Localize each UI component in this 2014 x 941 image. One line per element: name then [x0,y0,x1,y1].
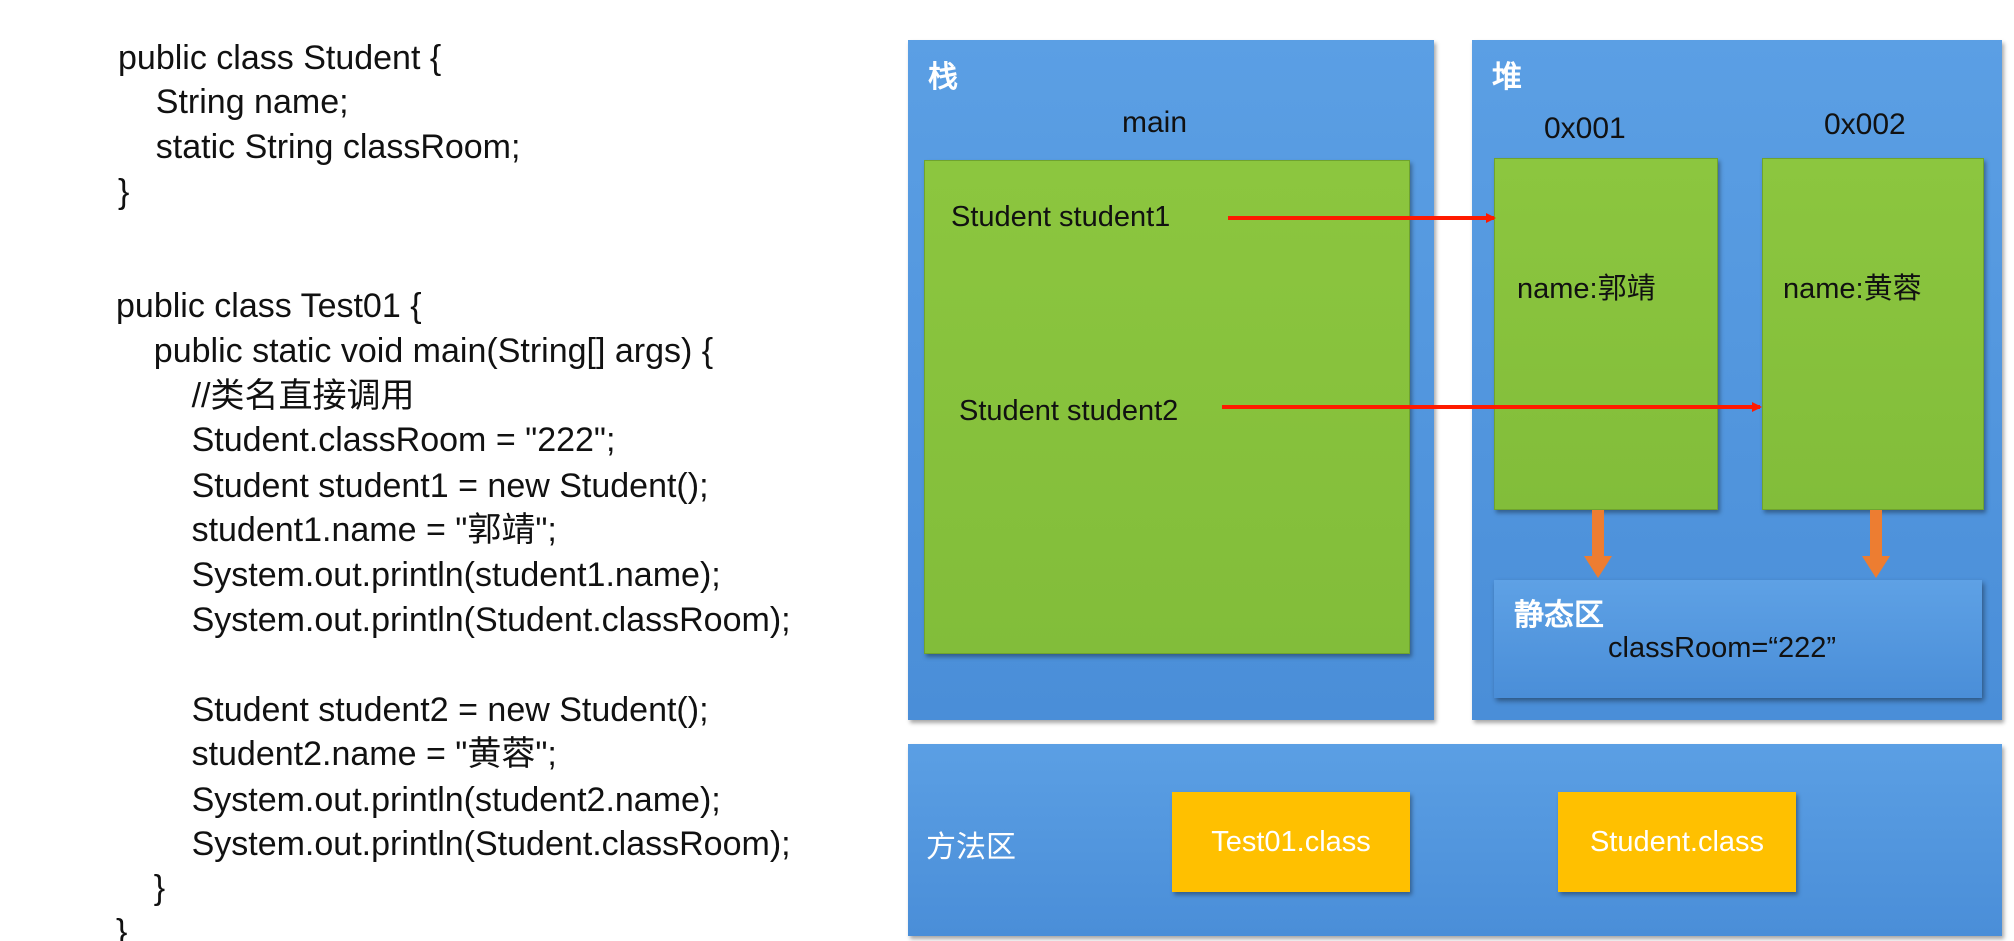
heap-label: 堆 [1492,61,1522,94]
code-line: public class Test01 { [116,287,422,325]
stack-variable-student1: Student student1 [951,201,1171,233]
code-line: static String classRoom; [118,128,521,166]
heap-region: 堆 0x001 0x002 name:郭靖 name:黄蓉 静态区 classR… [1472,40,2002,720]
method-area-label: 方法区 [926,831,1016,864]
object-address-0x002: 0x002 [1824,108,1906,141]
static-area-label: 静态区 [1514,599,1604,632]
code-line: student1.name = "郭靖"; [116,511,557,549]
stack-region: 栈 main Student student1 Student student2 [908,40,1434,720]
code-line: } [116,869,166,907]
code-line: Student.classRoom = "222"; [116,421,616,459]
stack-label: 栈 [928,61,958,94]
code-line: Student student1 = new Student(); [116,467,709,505]
class-box-test01: Test01.class [1172,792,1410,892]
object-field-name: name:郭靖 [1517,273,1656,305]
code-line: } [118,173,130,211]
heap-object-1: name:郭靖 [1494,158,1718,510]
object-field-name: name:黄蓉 [1783,273,1922,305]
main-frame-label: main [1122,106,1188,139]
code-line: System.out.println(student1.name); [116,556,721,594]
code-line: System.out.println(Student.classRoom); [116,825,791,863]
code-line: System.out.println(Student.classRoom); [116,601,791,639]
heap-object-2: name:黄蓉 [1762,158,1984,510]
object-address-0x001: 0x001 [1544,112,1626,145]
code-line: public static void main(String[] args) { [116,332,714,370]
method-area-region: 方法区 Test01.class Student.class [908,744,2002,936]
code-line: //类名直接调用 [116,377,415,415]
static-area: 静态区 classRoom=“222” [1494,580,1982,698]
code-line: Student student2 = new Student(); [116,691,709,729]
code-line: student2.name = "黄蓉"; [116,735,557,773]
main-stack-frame: Student student1 Student student2 [924,160,1410,654]
code-line: } [116,913,128,941]
code-panel: public class Student { String name; stat… [0,0,880,941]
code-line: public class Student { [118,39,442,77]
code-line: String name; [118,83,349,121]
stack-variable-student2: Student student2 [959,395,1179,427]
static-area-value: classRoom=“222” [1608,632,1837,664]
code-line: System.out.println(student2.name); [116,781,721,819]
class-box-student: Student.class [1558,792,1796,892]
